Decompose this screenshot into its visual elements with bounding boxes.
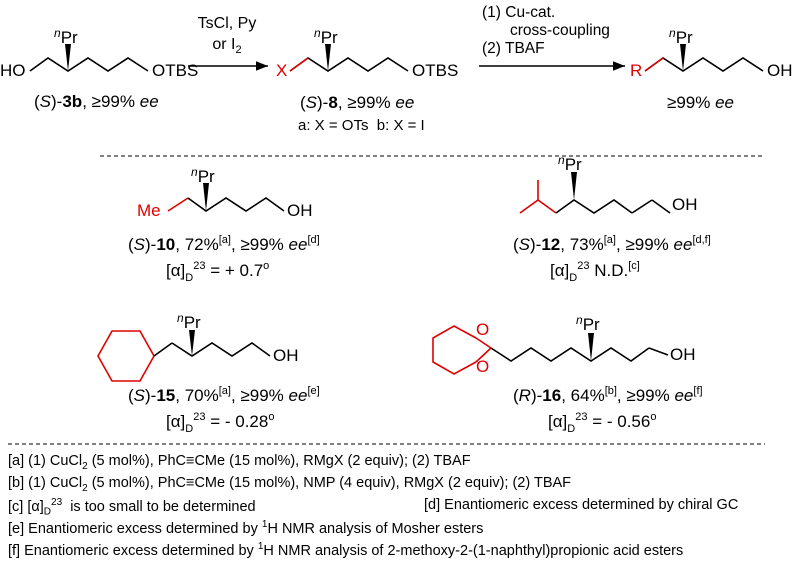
mid-npr-label: nPr <box>314 26 338 47</box>
sm-wedge-bond <box>65 44 71 71</box>
prod-npr-label: nPr <box>669 26 693 47</box>
compound-16: O O nPr OH (R)-16, 64%[b], ≥99% ee[f] [α… <box>432 313 703 435</box>
c12-ch2oh-bond <box>631 199 653 214</box>
prod-ee-label: ≥99% ee <box>667 93 734 112</box>
c15-chain-bond <box>171 342 271 357</box>
c16-dioxane-ring <box>432 325 477 375</box>
c16-wedge-bond <box>588 333 594 361</box>
c10-oh-label: OH <box>287 201 313 220</box>
compound-15: nPr OH (S)-15, 70%[a], ≥99% ee[e] [α]D23… <box>97 311 320 435</box>
c15-wedge-bond <box>189 330 195 356</box>
c12-oh-label: OH <box>672 195 698 214</box>
footnote-c: [c] [α]D23 is too small to be determined <box>8 497 256 518</box>
c16-o2-bond <box>475 347 492 363</box>
c16-oh-label: OH <box>670 345 696 364</box>
prod-r-label: R <box>630 61 642 80</box>
c16-compound-label: (R)-16, 64%[b], ≥99% ee[f] <box>513 385 703 405</box>
c16-oh-bond <box>648 347 669 356</box>
sm-compound-label: (S)-3b, ≥99% ee <box>34 92 159 111</box>
starting-material-3b: HO nPr OTBS (S)-3b, ≥99% ee <box>0 26 198 111</box>
footnote-d: [d] Enantiomeric excess determined by ch… <box>424 497 739 513</box>
prod-chain-bond <box>644 57 764 72</box>
mid-otbs-label: OTBS <box>412 61 458 80</box>
footnote-f: [f] Enantiomeric excess determined by 1H… <box>8 541 684 559</box>
c16-o2-label: O <box>476 357 489 376</box>
c10-wedge-bond <box>203 183 209 211</box>
c12-isobutyl-bond-a <box>519 199 557 214</box>
arrow2-reagent-line1: (1) Cu-cat. <box>482 4 555 21</box>
prod-r-bond <box>644 57 664 72</box>
c15-cyclohexyl-ring <box>97 330 155 382</box>
c15-ring-bond <box>153 342 173 357</box>
c16-o1-label: O <box>476 320 489 339</box>
c15-npr-label: nPr <box>177 311 201 332</box>
c10-me-label: Me <box>137 201 161 220</box>
c10-npr-label: nPr <box>191 165 215 186</box>
prod-wedge-bond <box>680 44 686 71</box>
c12-compound-label: (S)-12, 73%[a], ≥99% ee[d,f] <box>513 234 711 254</box>
footnote-b: [b] (1) CuCl2 (5 mol%), PhC≡CMe (15 mol%… <box>8 475 572 494</box>
mid-x-bond <box>289 57 309 72</box>
footnote-a: [a] (1) CuCl2 (5 mol%), PhC≡CMe (15 mol%… <box>8 453 471 472</box>
reaction-arrow-2: (1) Cu-cat. cross-coupling (2) TBAF <box>479 4 625 71</box>
c12-chain-bond <box>555 199 633 214</box>
c16-o1-bond <box>475 337 492 349</box>
c10-compound-label: (S)-10, 72%[a], ≥99% ee[d] <box>128 234 320 254</box>
reaction-arrow-1: TsCl, Py or I2 <box>188 15 268 71</box>
c16-rotation-label: [α]D23 = - 0.56o <box>548 411 656 435</box>
intermediate-8: X nPr OTBS (S)-8, ≥99% ee a: X = OTs b: … <box>276 26 458 134</box>
mid-wedge-bond <box>325 44 331 71</box>
sm-npr-label: nPr <box>54 26 78 47</box>
sm-ho-label: HO <box>0 61 26 80</box>
c12-rotation-label: [α]D23 N.D.[c] <box>550 260 640 284</box>
prod-oh-label: OH <box>767 61 793 80</box>
c12-wedge-bond <box>571 172 577 200</box>
product-general: R nPr OH ≥99% ee <box>630 26 793 112</box>
c16-npr-label: nPr <box>576 313 600 334</box>
mid-x-label: X <box>276 61 287 80</box>
c12-oh-bond <box>651 199 671 214</box>
mid-variants-label: a: X = OTs b: X = I <box>298 117 425 134</box>
sm-otbs-label: OTBS <box>152 61 198 80</box>
footnote-e: [e] Enantiomeric excess determined by 1H… <box>8 519 484 537</box>
c10-chain-bond <box>187 197 285 212</box>
c15-compound-label: (S)-15, 70%[a], ≥99% ee[e] <box>128 385 320 405</box>
mid-chain-bond <box>289 57 409 72</box>
mid-compound-label: (S)-8, ≥99% ee <box>300 93 414 112</box>
compound-12: nPr OH (S)-12, 73%[a], ≥99% ee[d,f] [α]D… <box>513 153 711 284</box>
c10-me-bond <box>167 197 189 212</box>
arrow2-reagent-line2: cross-coupling <box>510 22 610 39</box>
sm-chain-bond <box>29 57 149 72</box>
arrow1-reagent-line2: or I2 <box>212 36 241 56</box>
c10-rotation-label: [α]D23 = + 0.7o <box>166 260 269 284</box>
c12-npr-label: nPr <box>558 153 582 174</box>
arrow2-reagent-line3: (2) TBAF <box>482 40 545 57</box>
arrow1-reagent-line1: TsCl, Py <box>198 15 257 32</box>
c15-rotation-label: [α]D23 = - 0.28o <box>166 411 274 435</box>
c16-chain-bond <box>490 347 650 362</box>
compound-10: Me nPr OH (S)-10, 72%[a], ≥99% ee[d] [α]… <box>128 165 320 284</box>
c15-oh-label: OH <box>273 346 299 365</box>
